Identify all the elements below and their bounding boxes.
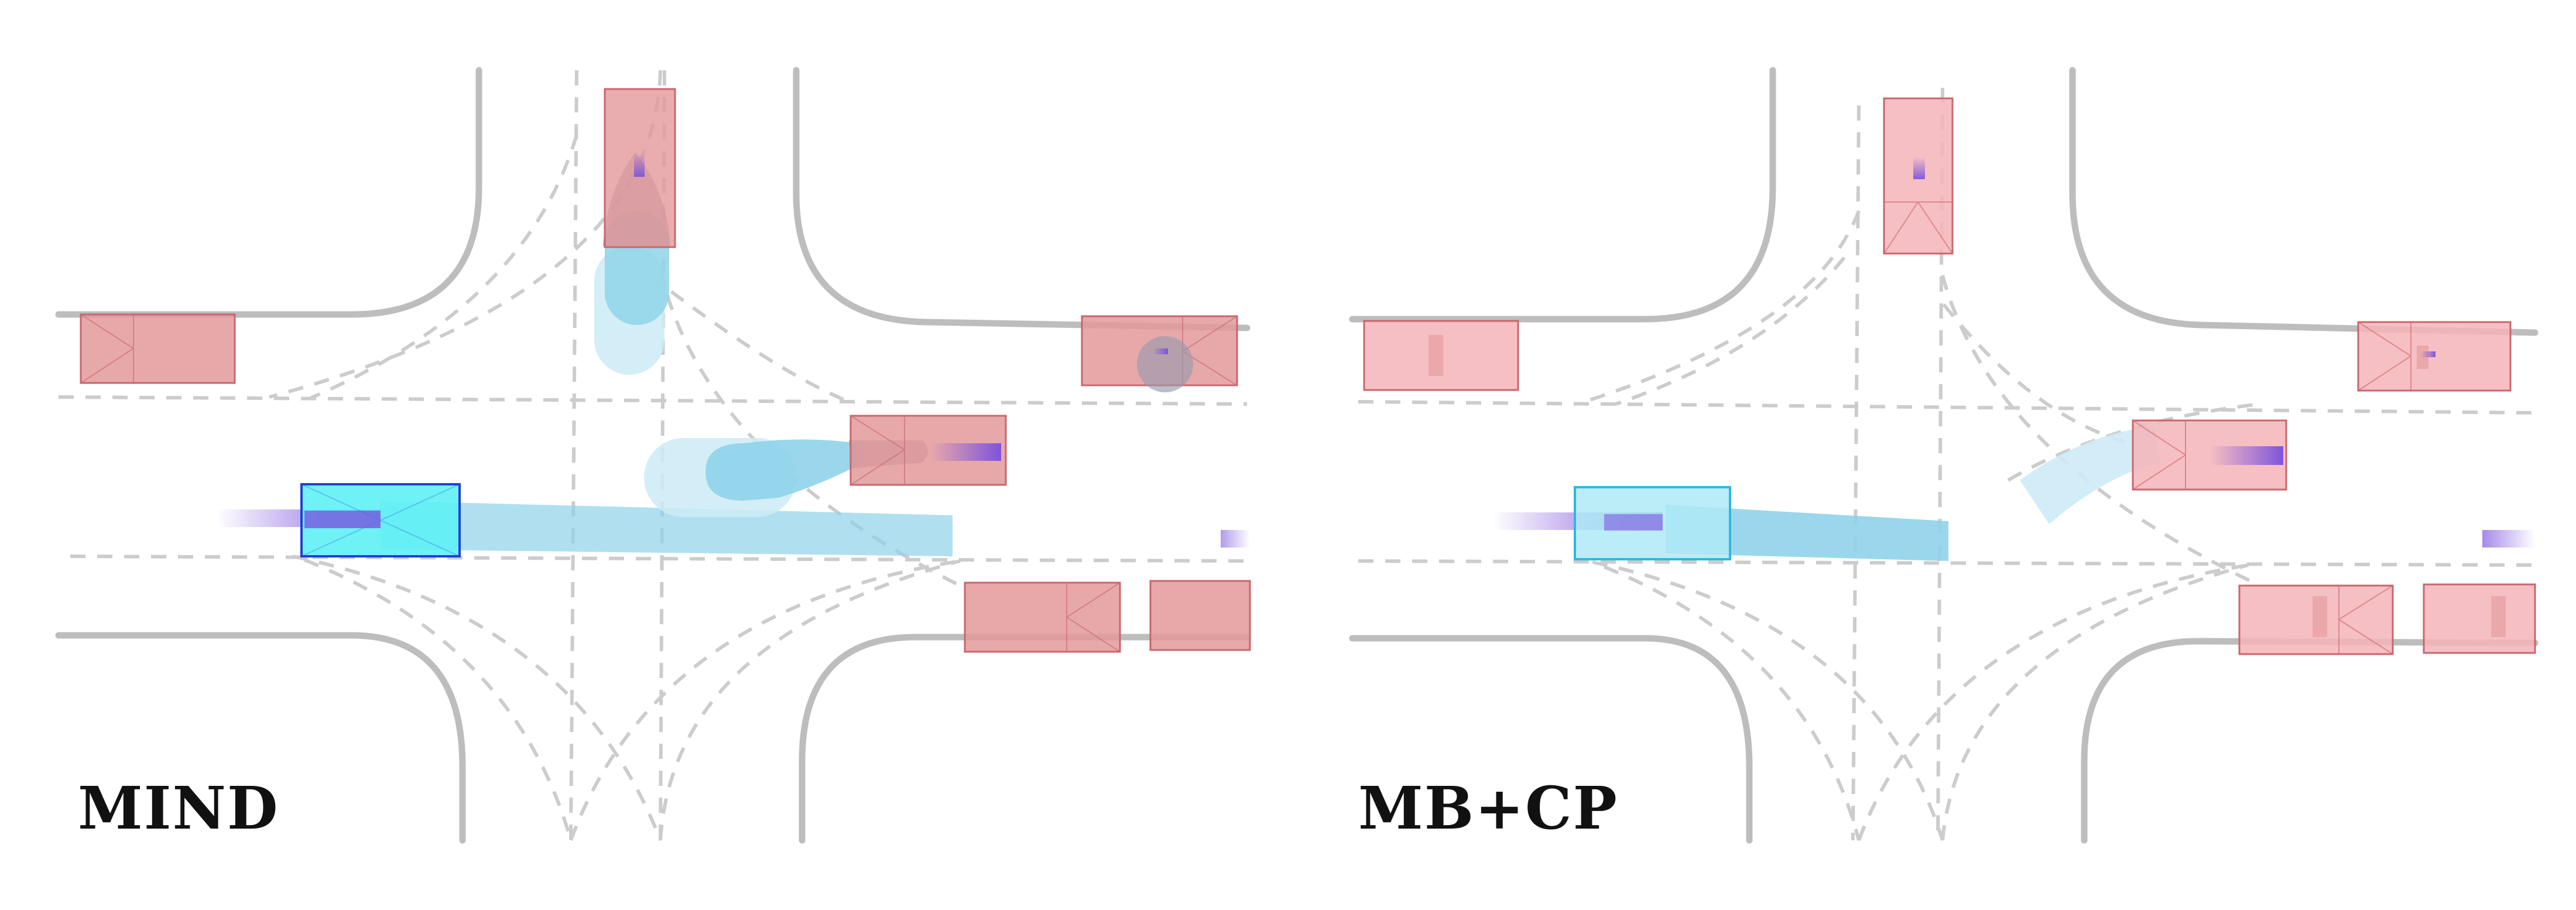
vehicle-bottom-1	[964, 581, 1121, 653]
road-edge-bottom-left	[1349, 635, 1753, 844]
lane-line	[1603, 565, 1861, 841]
occupancy-shape	[1137, 336, 1193, 392]
lane-line	[1936, 87, 1944, 841]
lane-line	[1358, 559, 2536, 567]
road-boundaries	[1349, 67, 2539, 844]
lane-line	[1851, 105, 1861, 841]
lane-line	[1592, 560, 1944, 841]
vehicle-wireframe	[80, 314, 135, 384]
history-trace	[2482, 530, 2535, 548]
road-edge-bottom-right	[799, 634, 1251, 844]
panel-label-mbcp: MB+CP	[1358, 774, 1618, 843]
ego-vehicle-left	[217, 483, 461, 557]
ego-vehicle-right	[1493, 486, 1731, 560]
road-edge-top-right	[793, 67, 1251, 331]
vehicle-wireframe	[1883, 201, 1953, 254]
vehicle-top	[604, 88, 676, 248]
vehicle-body	[1149, 580, 1251, 651]
road-edge-bottom-left	[55, 632, 466, 844]
vehicle-body	[80, 313, 236, 384]
lane-line	[303, 558, 573, 841]
vehicle-bottom-2	[1149, 580, 1251, 651]
vehicle-body	[964, 581, 1121, 653]
vehicle-wireframe	[2132, 420, 2187, 490]
panel-mbcp	[1349, 67, 2539, 844]
lane-line	[659, 559, 961, 841]
vehicle-wireframe	[2338, 585, 2393, 655]
lane-line	[569, 70, 578, 841]
lane-line	[2007, 402, 2260, 482]
lane-line	[1358, 400, 2536, 415]
lane-line	[649, 273, 856, 406]
road-edge-top-left	[55, 67, 482, 318]
panel-label-mind: MIND	[78, 774, 279, 843]
vehicle-left	[1363, 320, 1519, 391]
vehicle-right	[1081, 315, 1238, 392]
vehicle-top	[1883, 97, 1954, 255]
vehicle-left	[80, 313, 236, 384]
ego-prediction-left	[381, 501, 953, 556]
prediction-core	[705, 439, 865, 501]
vehicle-shadow	[1429, 335, 1443, 376]
prediction-band	[381, 501, 953, 556]
road-edge-bottom-right	[2081, 638, 2539, 844]
lane-line	[1615, 256, 1846, 406]
vehicle-shadow	[2491, 596, 2506, 637]
vehicle-wireframe	[850, 415, 906, 485]
vehicle-right	[2357, 321, 2512, 392]
history-trace	[304, 511, 381, 528]
history-trace	[1913, 157, 1925, 179]
lane-line	[1857, 563, 2249, 841]
lane-line	[1942, 303, 2137, 447]
road-edge-top-left	[1349, 67, 1776, 323]
road-boundaries	[55, 67, 1251, 844]
road-edge-top-right	[2069, 67, 2539, 336]
vehicle-wireframe	[1066, 582, 1121, 652]
lane-line	[569, 559, 961, 841]
vehicle-turning-prediction	[2020, 426, 2160, 524]
vehicle-bottom-1	[2238, 584, 2394, 655]
history-trace	[634, 153, 645, 177]
history-trace	[931, 443, 1001, 461]
lane-line	[1941, 563, 2249, 841]
vehicle-body	[2132, 419, 2287, 491]
history-trace	[1153, 348, 1168, 354]
history-trace	[2421, 351, 2435, 357]
ego-prediction-right	[1666, 505, 1948, 561]
lane-line	[1580, 210, 1861, 405]
vehicle-shadow	[2313, 596, 2327, 637]
lane-markings	[1358, 87, 2536, 841]
lane-line	[309, 134, 578, 400]
vehicle-bottom-2	[2423, 583, 2536, 654]
vehicle-turning	[2132, 419, 2287, 491]
history-trace	[1604, 514, 1663, 531]
vehicle-wireframe	[2358, 321, 2412, 391]
lane-line	[58, 395, 1248, 406]
vehicle-turning	[849, 415, 1007, 486]
history-trace	[1221, 530, 1250, 548]
lane-line	[70, 555, 1248, 563]
vehicle-body	[2423, 583, 2536, 654]
lane-line	[292, 555, 662, 841]
history-trace	[2210, 446, 2283, 465]
panel-mind	[55, 67, 1251, 844]
